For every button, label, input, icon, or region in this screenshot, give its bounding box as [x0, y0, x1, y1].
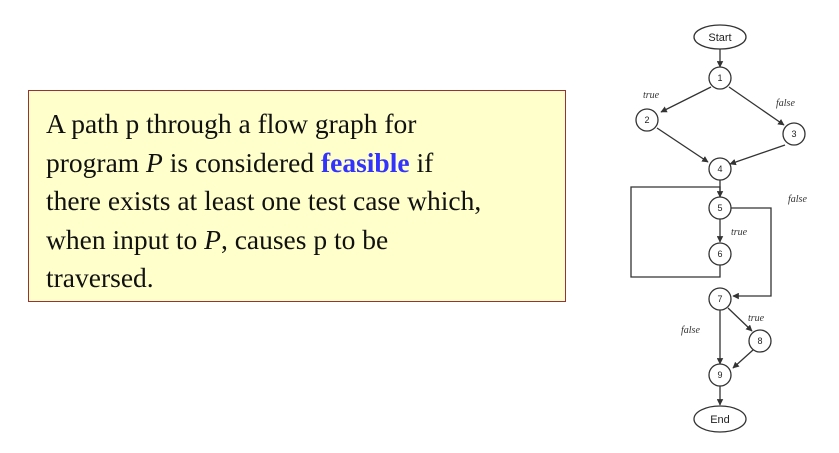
- edge-5-7: [731, 207, 772, 300]
- flow-node-1: [708, 66, 732, 90]
- edge-label-1-3: false: [776, 98, 795, 109]
- node-label-2: 2: [644, 115, 649, 125]
- start-node: [693, 24, 747, 50]
- end-node: [693, 405, 747, 433]
- node-label-9: 9: [717, 370, 722, 380]
- definition-line-2: program P is considered feasible if: [46, 146, 434, 178]
- definition-box: A path p through a flow graph for progra…: [28, 90, 566, 302]
- flow-graph: Start 1 2 3 4 5 6 7 8 9 End true false f…: [630, 24, 807, 433]
- edge-1-3: [728, 86, 785, 126]
- edge-2-4: [656, 127, 709, 163]
- flow-node-8: [748, 329, 772, 353]
- edge-8-9: [732, 349, 754, 369]
- edge-label-7-9: false: [681, 325, 700, 336]
- node-label-3: 3: [791, 129, 796, 139]
- node-label-5: 5: [717, 203, 722, 213]
- edge-6-loop-5: [630, 186, 721, 278]
- program-variable: P: [146, 146, 163, 178]
- edge-label-5-7: false: [788, 194, 807, 205]
- edge-7-8: [727, 307, 753, 332]
- node-label-6: 6: [717, 249, 722, 259]
- node-label-8: 8: [757, 336, 762, 346]
- node-label-1: 1: [717, 73, 722, 83]
- flow-node-4: [708, 157, 732, 181]
- flow-node-9: [708, 363, 732, 387]
- definition-line-1: A path p through a flow graph for: [46, 108, 417, 139]
- edge-label-7-8: true: [748, 313, 765, 324]
- flow-node-3: [782, 122, 806, 146]
- flow-node-7: [708, 287, 732, 311]
- definition-line-3: there exists at least one test case whic…: [46, 185, 482, 216]
- edge-1-2: [660, 86, 712, 113]
- definition-line-5: traversed.: [46, 262, 154, 293]
- end-label: End: [710, 414, 730, 426]
- feasible-keyword: feasible: [320, 146, 410, 178]
- node-label-7: 7: [717, 294, 722, 304]
- node-label-4: 4: [717, 164, 722, 174]
- edge-label-1-2: true: [643, 90, 660, 101]
- edge-label-5-6: true: [731, 227, 748, 238]
- edge-3-4: [729, 144, 786, 166]
- definition-line-4: when input to P, causes p to be: [46, 223, 389, 255]
- program-variable: P: [204, 223, 221, 255]
- start-label: Start: [708, 32, 731, 44]
- flow-node-5: [708, 196, 732, 220]
- flow-node-6: [708, 242, 732, 266]
- flow-node-2: [635, 108, 659, 132]
